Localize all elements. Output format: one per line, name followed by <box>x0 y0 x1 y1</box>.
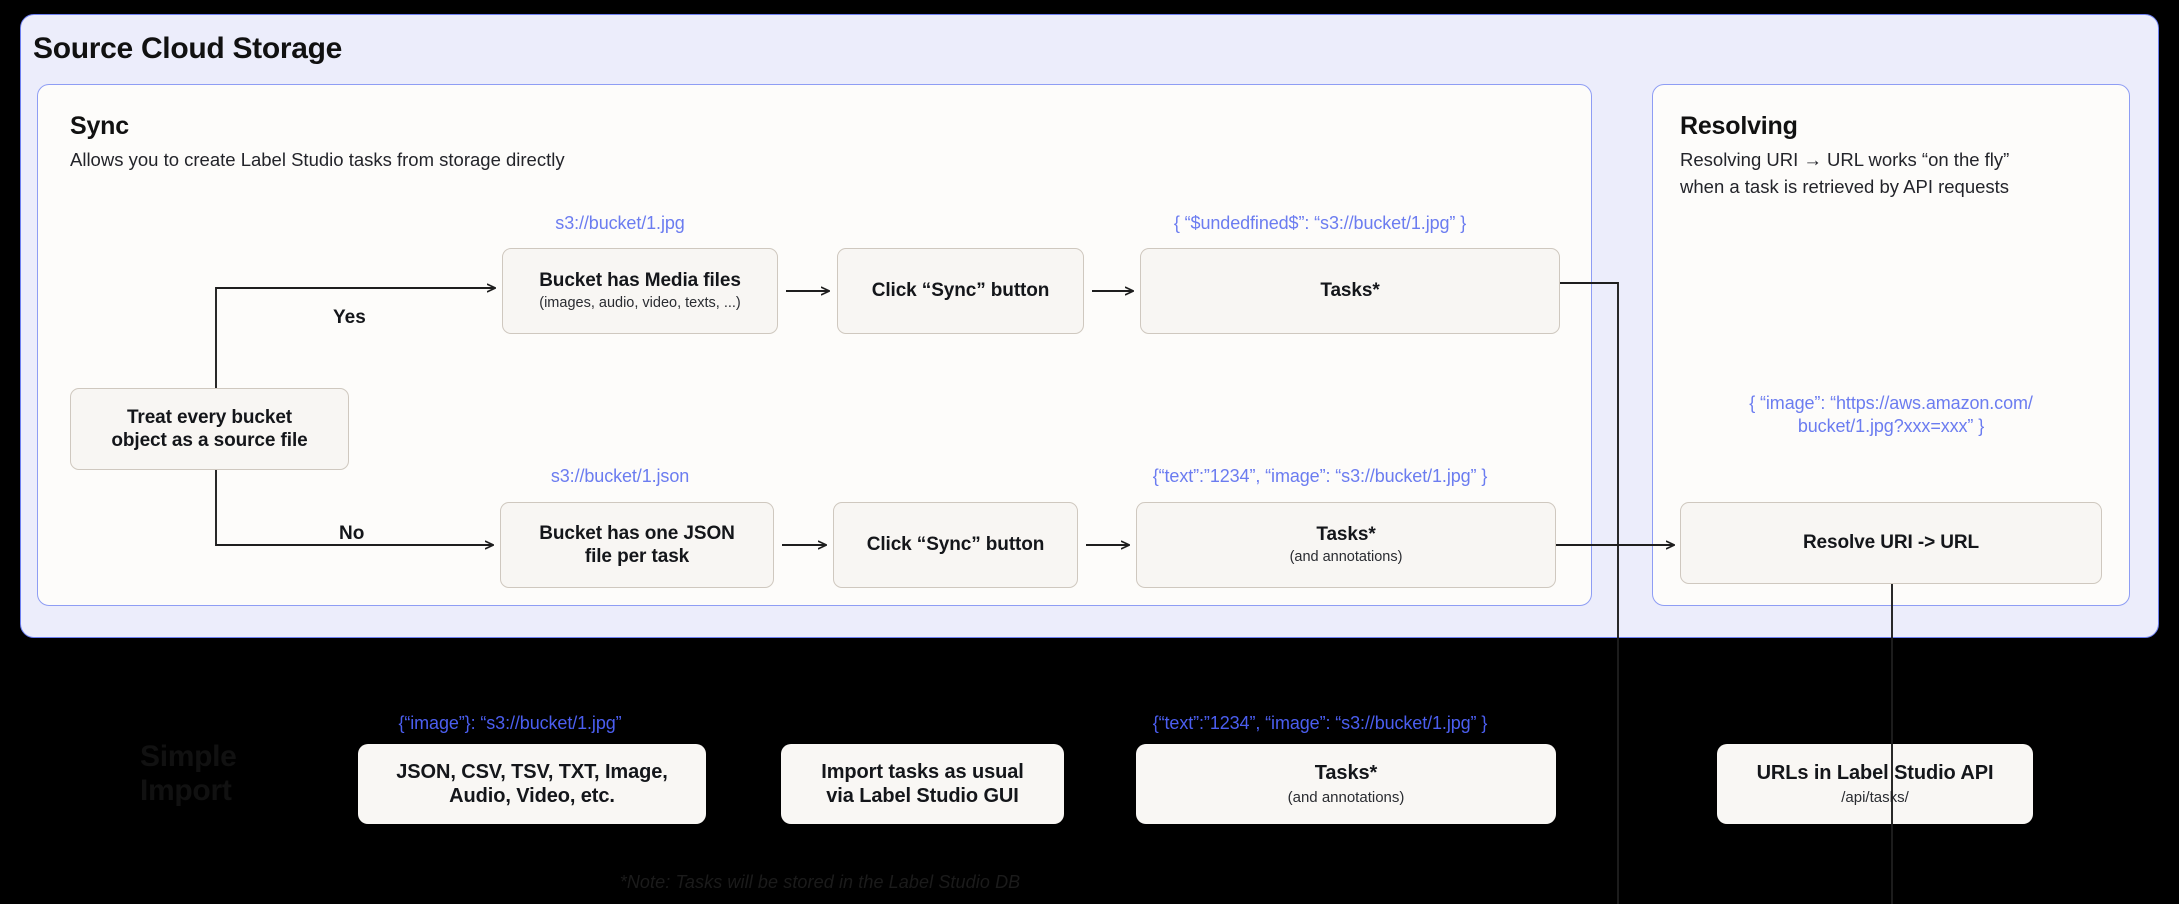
bottom-tasks-annotation: {“text”:”1234”, “image”: “s3://bucket/1.… <box>1152 466 1488 486</box>
import-via-gui-box[interactable]: Import tasks as usual via Label Studio G… <box>781 744 1064 824</box>
simple-import-tasks-subtitle: (and annotations) <box>1287 788 1405 806</box>
top-tasks-annotation: { “$undedfined$”: “s3://bucket/1.jpg” } <box>1173 213 1467 233</box>
sync-subtitle: Allows you to create Label Studio tasks … <box>70 149 565 170</box>
top-uri-annotation: s3://bucket/1.jpg <box>555 213 685 233</box>
simple-import-tasks-title: Tasks* <box>1314 762 1378 785</box>
import-via-gui-label: Import tasks as usual via Label Studio G… <box>821 760 1024 807</box>
api-urls-subtitle: /api/tasks/ <box>1841 788 1909 806</box>
bottom-tasks-box[interactable]: Tasks* (and annotations) <box>1136 502 1556 588</box>
simple-import-formats-box[interactable]: JSON, CSV, TSV, TXT, Image, Audio, Video… <box>358 744 706 824</box>
simple-import-label: Simple Import <box>140 740 237 807</box>
top-bucket-media-subtitle: (images, audio, video, texts, ...) <box>539 295 741 312</box>
bottom-tasks-subtitle: (and annotations) <box>1289 549 1403 566</box>
resolve-uri-url-label: Resolve URI -> URL <box>1802 532 1980 554</box>
edge-label-yes: Yes <box>333 307 366 328</box>
bottom-bucket-json-title: Bucket has one JSON file per task <box>539 522 735 567</box>
bottom-uri-annotation: s3://bucket/1.json <box>550 466 690 486</box>
api-urls-box[interactable]: URLs in Label Studio API /api/tasks/ <box>1717 744 2033 824</box>
bottom-tasks-title: Tasks* <box>1316 524 1376 546</box>
top-sync-button-box[interactable]: Click “Sync” button <box>837 248 1084 334</box>
bottom-sync-button-box[interactable]: Click “Sync” button <box>833 502 1078 588</box>
top-bucket-media-box[interactable]: Bucket has Media files (images, audio, v… <box>502 248 778 334</box>
resolving-subtitle: Resolving URI → URL works “on the fly” w… <box>1680 149 2010 197</box>
decision-line-1: Treat every bucket <box>126 406 293 428</box>
top-tasks-box[interactable]: Tasks* <box>1140 248 1560 334</box>
decision-box[interactable]: Treat every bucket object as a source fi… <box>70 388 349 470</box>
top-sync-button-label: Click “Sync” button <box>871 280 1050 302</box>
top-tasks-title: Tasks* <box>1320 280 1380 302</box>
resolving-title: Resolving <box>1680 112 1798 140</box>
simple-import-formats-annotation: {“image”}: “s3://bucket/1.jpg” <box>398 713 622 733</box>
decision-line-2: object as a source file <box>111 430 308 451</box>
bottom-bucket-json-box[interactable]: Bucket has one JSON file per task <box>500 502 774 588</box>
simple-import-formats-title: JSON, CSV, TSV, TXT, Image, Audio, Video… <box>396 760 668 807</box>
edge-label-no: No <box>339 523 365 544</box>
resolve-uri-url-box[interactable]: Resolve URI -> URL <box>1680 502 2102 584</box>
sync-title: Sync <box>70 112 129 140</box>
bottom-sync-button-label: Click “Sync” button <box>866 534 1045 556</box>
page-title: Source Cloud Storage <box>33 32 343 65</box>
simple-import-tasks-box[interactable]: Tasks* (and annotations) <box>1136 744 1556 824</box>
resolved-url-annotation: { “image”: “https://aws.amazon.com/ buck… <box>1749 393 2033 437</box>
api-urls-title: URLs in Label Studio API <box>1756 762 1994 785</box>
simple-import-tasks-annotation: {“text”:”1234”, “image”: “s3://bucket/1.… <box>1152 713 1488 733</box>
footnote: *Note: Tasks will be stored in the Label… <box>619 872 1021 892</box>
top-bucket-media-title: Bucket has Media files <box>539 270 741 292</box>
